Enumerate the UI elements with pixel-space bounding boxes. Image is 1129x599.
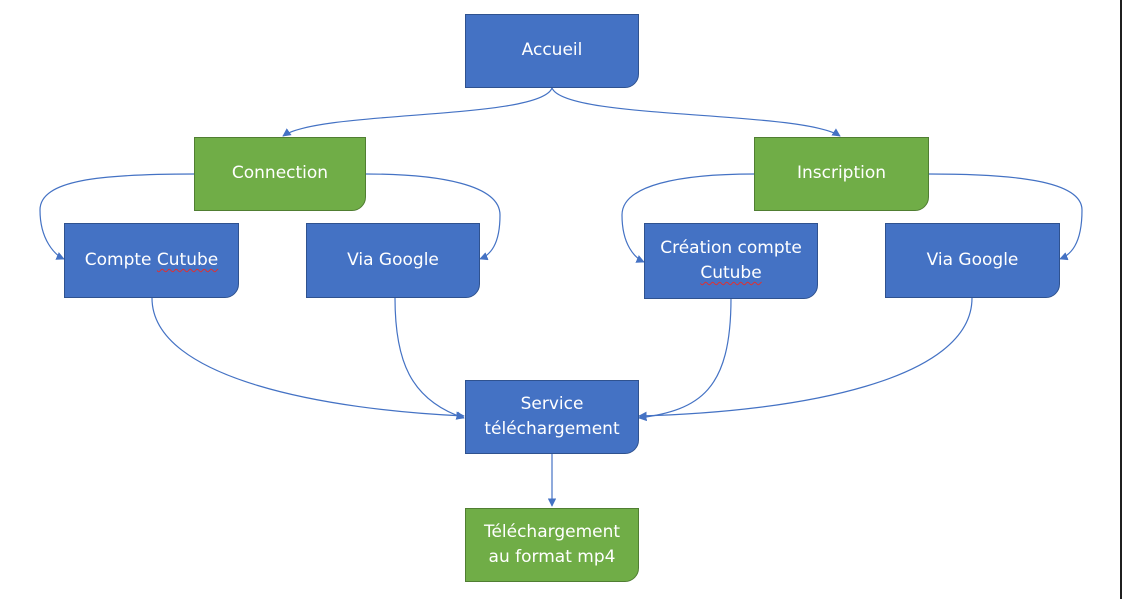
edge-accueil-inscription [551,87,841,137]
accueil-label: Accueil [521,40,583,61]
telechargement-line1: Téléchargement [483,521,621,542]
edge-connection-compte [39,173,195,260]
edge-accueil-connection [282,87,553,137]
service-line1: Service [520,393,584,414]
service-telechargement-node: Service téléchargement [465,380,639,454]
edge-google-left-service [394,297,465,420]
edge-connection-google [365,173,501,261]
edge-creation-service [638,297,732,422]
via-google-right-node: Via Google [885,223,1060,298]
edge-inscription-creation [621,173,755,263]
cutube-word: Cutube [156,249,219,270]
via-google-left-node: Via Google [306,223,480,298]
accueil-node: Accueil [465,14,639,88]
service-line2: téléchargement [484,419,620,439]
via-google-left-label: Via Google [347,249,439,270]
creation-line1: Création compte [660,237,802,258]
inscription-node: Inscription [754,137,929,211]
telechargement-label: Téléchargement au format mp4 [484,520,620,571]
telechargement-line2: au format mp4 [488,547,616,567]
compte-cutube-node: Compte Cutube [64,223,239,298]
inscription-label: Inscription [796,163,887,184]
via-google-right-label: Via Google [926,249,1019,270]
connection-node: Connection [194,137,366,211]
creation-cutube-word: Cutube [700,263,762,283]
telechargement-mp4-node: Téléchargement au format mp4 [465,508,639,582]
compte-cutube-label: Compte Cutube [85,248,219,274]
edge-inscription-google [928,173,1083,261]
edge-google-right-service [638,297,973,421]
connection-label: Connection [231,163,329,184]
service-label: Service téléchargement [484,392,619,443]
compte-prefix: Compte [84,249,157,270]
edge-compte-service [151,297,465,420]
window-edge-divider [1120,0,1122,599]
